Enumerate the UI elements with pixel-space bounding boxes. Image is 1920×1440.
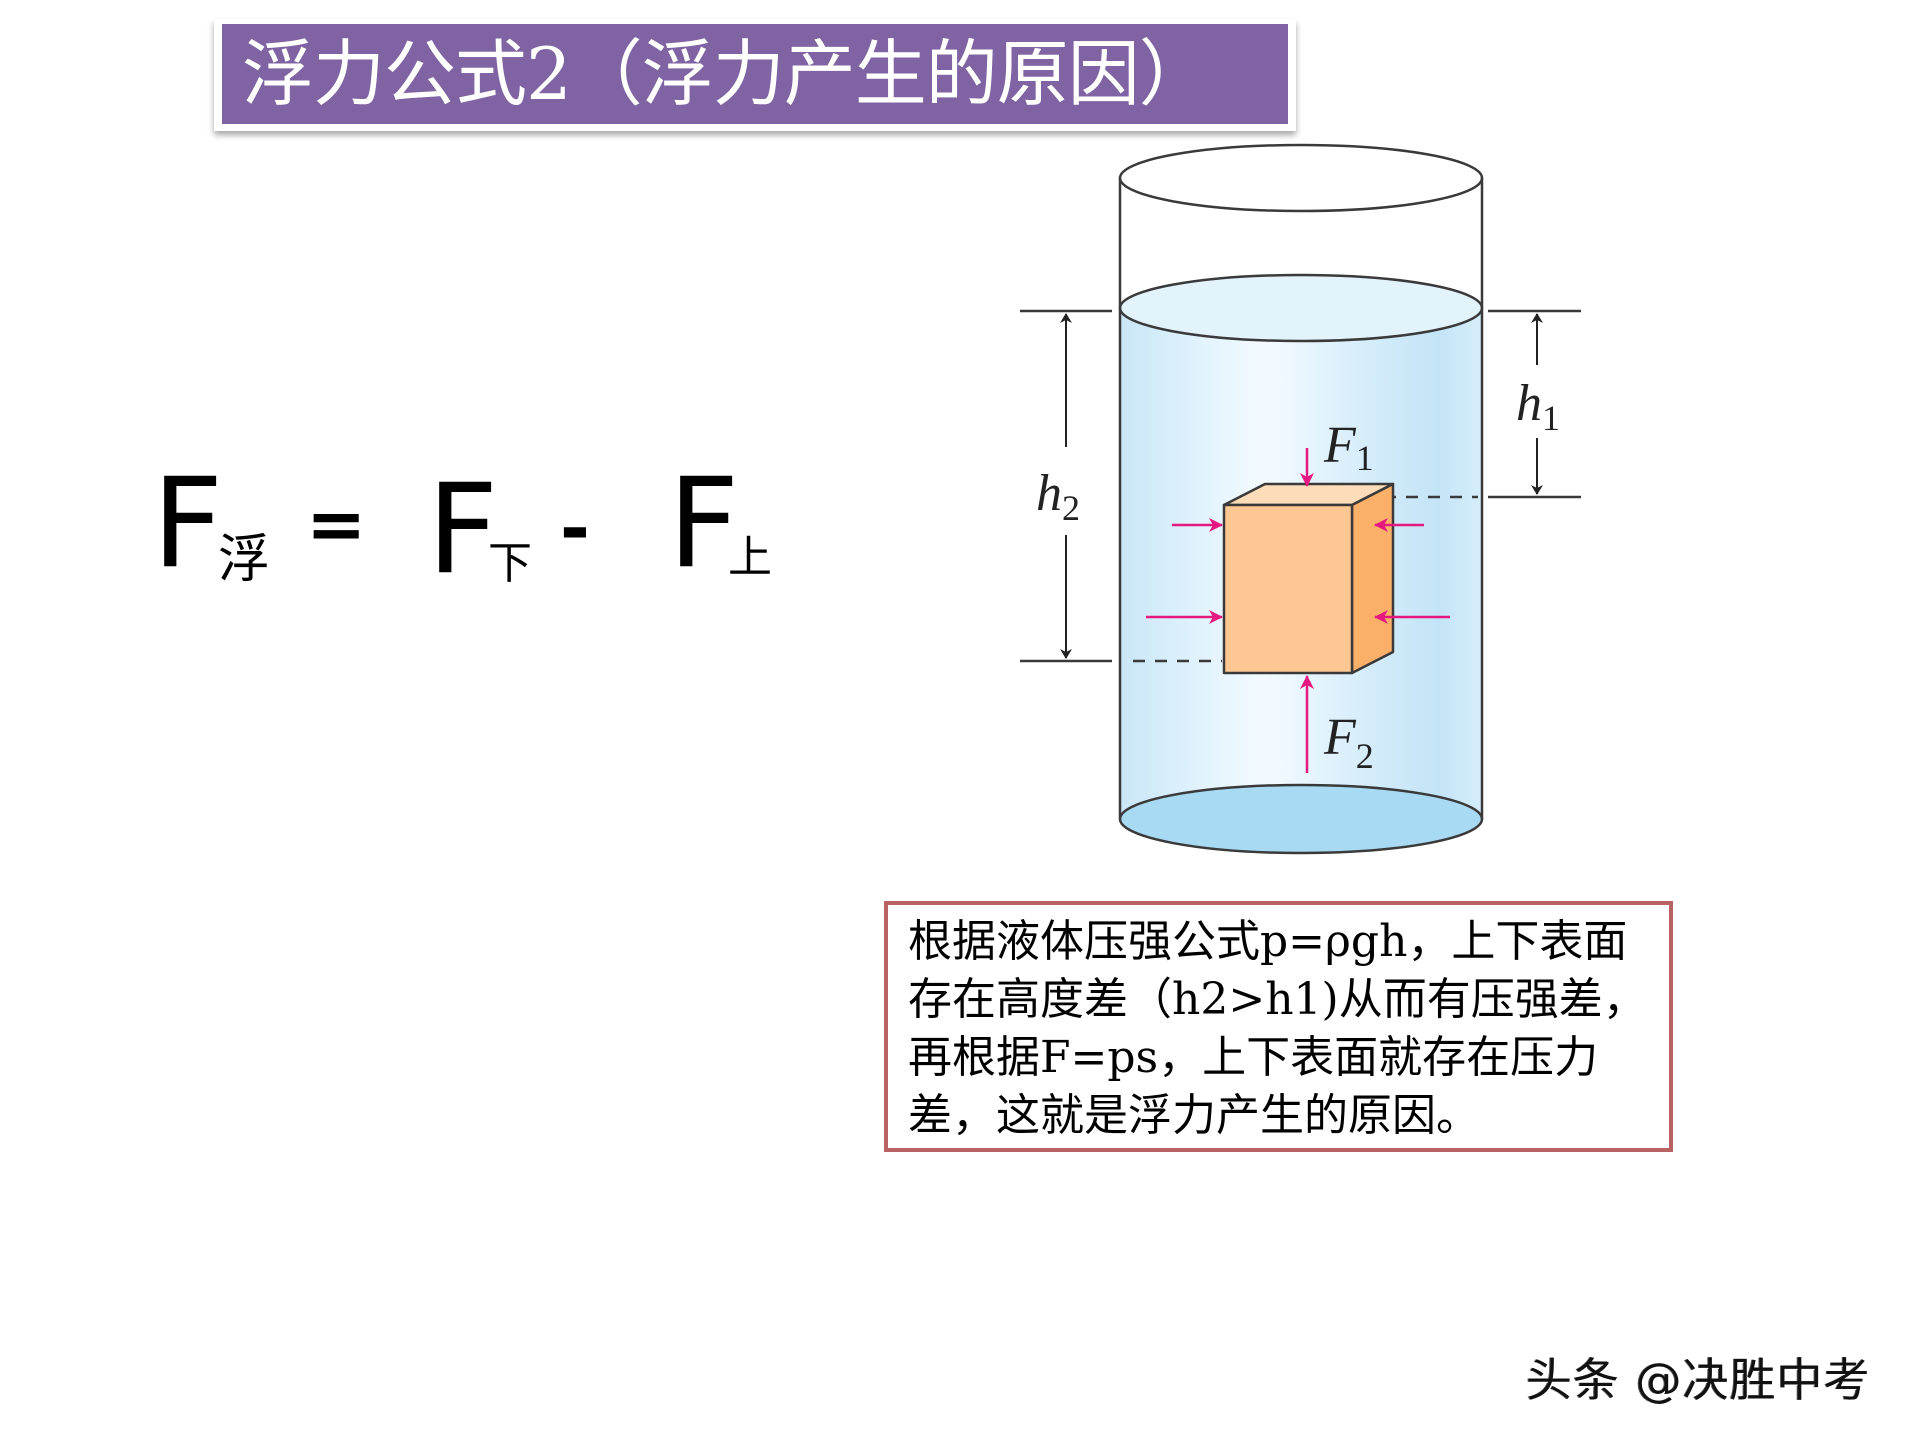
formula-lhs-subscript: 浮 xyxy=(218,530,271,590)
f2-label: F2 xyxy=(1323,709,1374,776)
explanation-box: 根据液体压强公式p=ρgh，上下表面 存在高度差（h2>h1)从而有压强差， 再… xyxy=(884,901,1673,1152)
watermark: 头条 @决胜中考 xyxy=(1526,1353,1871,1407)
explanation-line: 再根据F=ps，上下表面就存在压力 xyxy=(908,1032,1599,1083)
formula-term2-symbol: F xyxy=(668,452,740,596)
submerged-block xyxy=(1222,482,1395,675)
reference-lines xyxy=(1020,309,1581,663)
force-arrows xyxy=(1146,448,1450,773)
h1-label: h1 xyxy=(1516,375,1560,438)
explanation-line: 根据液体压强公式p=ρgh，上下表面 xyxy=(908,916,1628,967)
formula-equals-sign: = xyxy=(306,482,367,566)
formula-minus-sign: - xyxy=(560,486,590,570)
formula-lhs-symbol: F xyxy=(152,452,224,596)
cylinder-outline xyxy=(1118,143,1484,819)
formula-term1-symbol: F xyxy=(427,458,499,602)
f1-label: F1 xyxy=(1323,417,1374,478)
formula-term1-subscript: 下 xyxy=(488,538,532,589)
buoyancy-formula: F 浮 = F 下 - F 上 xyxy=(0,0,900,700)
h2-label: h2 xyxy=(1036,465,1080,528)
slide-title: 浮力公式2（浮力产生的原因） xyxy=(242,32,1211,116)
formula-term2-subscript: 上 xyxy=(728,532,772,583)
explanation-text: 根据液体压强公式p=ρgh，上下表面 存在高度差（h2>h1)从而有压强差， 再… xyxy=(908,913,1668,1145)
explanation-line: 存在高度差（h2>h1)从而有压强差， xyxy=(908,974,1647,1025)
title-frame: 浮力公式2（浮力产生的原因） xyxy=(214,19,1296,131)
title-bar: 浮力公式2（浮力产生的原因） xyxy=(222,24,1288,124)
explanation-line: 差，这就是浮力产生的原因。 xyxy=(908,1090,1480,1141)
